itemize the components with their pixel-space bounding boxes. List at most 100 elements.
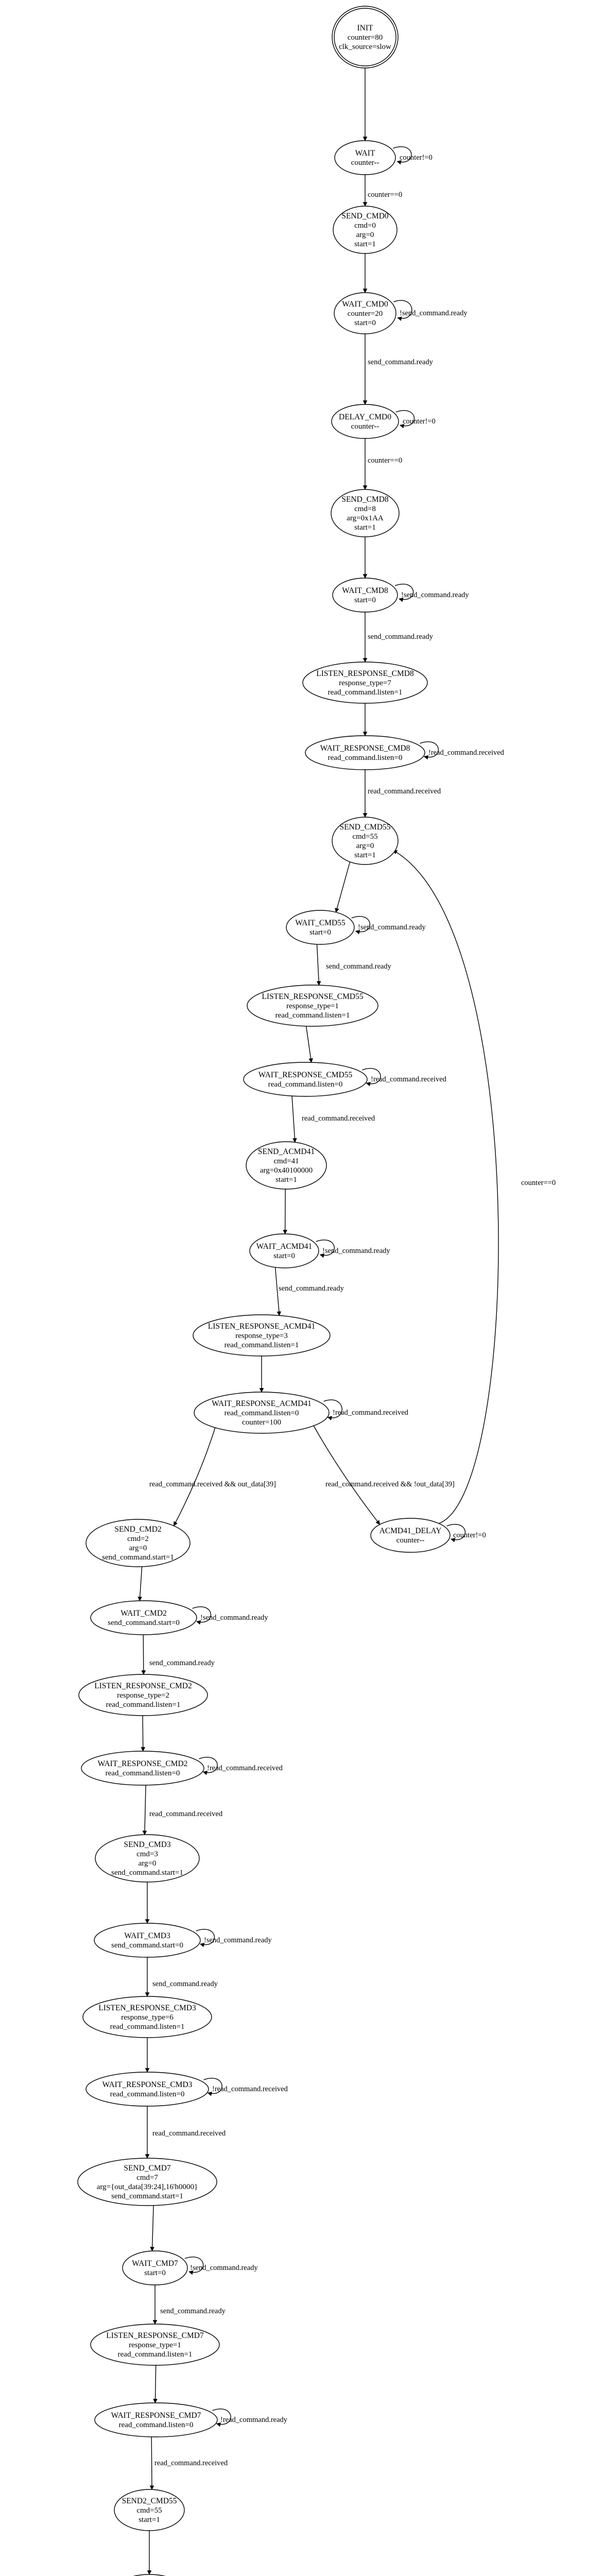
node-title: WAIT_RESPONSE_CMD7 bbox=[111, 2411, 201, 2420]
edge-wait_response_cmd7-to-wait_response_cmd7 bbox=[212, 2409, 231, 2427]
state-node-wait-response-acmd41[interactable]: WAIT_RESPONSE_ACMD41read_command.listen=… bbox=[194, 1392, 330, 1434]
node-title: WAIT_CMD55 bbox=[295, 919, 346, 927]
state-node-listen-response-cmd3[interactable]: LISTEN_RESPONSE_CMD3response_type=6read_… bbox=[82, 1996, 212, 2038]
node-attr: arg=0 bbox=[356, 842, 374, 850]
state-node-listen-response-cmd7[interactable]: LISTEN_RESPONSE_CMD7response_type=1read_… bbox=[90, 2324, 220, 2366]
edge-label: read_command.received bbox=[154, 2459, 228, 2467]
node-attr: arg=0 bbox=[139, 1859, 157, 1868]
node-shape bbox=[193, 1314, 331, 1357]
state-node-listen-response-cmd8[interactable]: LISTEN_RESPONSE_CMD8response_type=7read_… bbox=[302, 662, 428, 704]
node-title: WAIT_CMD8 bbox=[342, 586, 388, 595]
node-title: ACMD41_DELAY bbox=[379, 1527, 442, 1535]
node-shape bbox=[332, 578, 398, 613]
node-attr: response_type=1 bbox=[286, 1002, 339, 1010]
edge-label: !send_command.ready bbox=[190, 2264, 258, 2272]
node-shape bbox=[133, 2574, 166, 2576]
node-attr: read_command.listen=0 bbox=[106, 1769, 180, 1777]
node-attr: counter-- bbox=[396, 1536, 425, 1545]
edge-label: read_command.received bbox=[152, 2129, 226, 2138]
edge-label: read_command.received && out_data[39] bbox=[149, 1480, 276, 1488]
state-node-listen-response-cmd2[interactable]: LISTEN_RESPONSE_CMD2response_type=2read_… bbox=[78, 1674, 208, 1716]
node-title: LISTEN_RESPONSE_CMD8 bbox=[316, 669, 414, 678]
node-attr: read_command.listen=0 bbox=[110, 2090, 185, 2098]
node-shape bbox=[334, 140, 396, 175]
edge-label: !read_command.received bbox=[212, 2085, 288, 2093]
node-attr: send_command.start=1 bbox=[111, 2192, 183, 2200]
node-title: LISTEN_RESPONSE_CMD55 bbox=[262, 992, 363, 1001]
node-attr: arg=0 bbox=[356, 231, 374, 239]
edge-wait_response_cmd7-to-send2_cmd55 bbox=[149, 2436, 154, 2490]
node-title: WAIT_CMD2 bbox=[120, 1609, 167, 1618]
edge-label: !send_command.ready bbox=[200, 1614, 268, 1622]
node-shape bbox=[302, 662, 428, 704]
edge-label: counter==0 bbox=[368, 191, 402, 199]
node-shape bbox=[334, 8, 396, 66]
node-attr: start=1 bbox=[354, 523, 376, 532]
node-title: SEND_CMD7 bbox=[124, 2164, 171, 2173]
node-attr: arg=0x40100000 bbox=[260, 1166, 313, 1175]
edge-wait_response_cmd55-to-wait_response_cmd55 bbox=[362, 1068, 381, 1087]
node-attr: start=0 bbox=[309, 928, 331, 937]
node-attr: clk_source=slow bbox=[339, 43, 391, 51]
edge-label: !read_command.received bbox=[371, 1075, 447, 1083]
state-node-listen-response-cmd55[interactable]: LISTEN_RESPONSE_CMD55response_type=1read… bbox=[247, 985, 378, 1027]
node-shape bbox=[78, 1674, 208, 1716]
node-shape bbox=[334, 292, 396, 334]
node-attr: cmd=3 bbox=[136, 1850, 158, 1858]
node-attr: cmd=7 bbox=[136, 2174, 158, 2182]
node-title: WAIT_CMD3 bbox=[124, 1931, 170, 1940]
edge-send_cmd55-to-wait_cmd55 bbox=[335, 861, 351, 913]
node-attr: response_type=6 bbox=[121, 2013, 174, 2022]
node-attr: cmd=0 bbox=[354, 222, 376, 230]
node-attr: cmd=55 bbox=[136, 2506, 162, 2515]
edge-wait_cmd55-to-listen_response_cmd55 bbox=[316, 944, 321, 986]
node-attr: counter=20 bbox=[348, 310, 383, 318]
node-title: SEND_CMD55 bbox=[339, 823, 390, 832]
nodes-layer: INITcounter=80clk_source=slowWAITcounter… bbox=[77, 6, 451, 2576]
edge-label: !send_command.ready bbox=[400, 309, 468, 317]
node-attr: start=0 bbox=[354, 596, 376, 604]
node-attr: send_command.start=0 bbox=[111, 1941, 183, 1950]
edge-wait_response_cmd8-to-wait_response_cmd8 bbox=[420, 741, 439, 760]
node-shape bbox=[122, 2250, 188, 2285]
edge-label: !send_command.ready bbox=[204, 1936, 272, 1944]
state-node-listen-response-acmd41[interactable]: LISTEN_RESPONSE_ACMD41response_type=3rea… bbox=[193, 1314, 331, 1357]
node-attr: read_command.listen=0 bbox=[225, 1409, 299, 1417]
node-attr: start=1 bbox=[354, 851, 376, 859]
edge-label: read_command.received bbox=[149, 1810, 223, 1818]
node-title: WAIT_RESPONSE_CMD2 bbox=[98, 1759, 188, 1768]
node-attr: counter=80 bbox=[348, 33, 383, 42]
node-shape bbox=[243, 1062, 368, 1097]
node-attr: start=1 bbox=[139, 2516, 160, 2524]
node-attr: read_command.listen=1 bbox=[275, 1011, 350, 1020]
state-node-send-cmd7[interactable]: SEND_CMD7cmd=7arg={out_data[39:24],16'h0… bbox=[77, 2158, 217, 2206]
node-shape bbox=[249, 1233, 319, 1268]
node-shape bbox=[114, 2489, 185, 2531]
node-shape bbox=[331, 489, 400, 537]
node-title: LISTEN_RESPONSE_CMD7 bbox=[106, 2331, 204, 2340]
